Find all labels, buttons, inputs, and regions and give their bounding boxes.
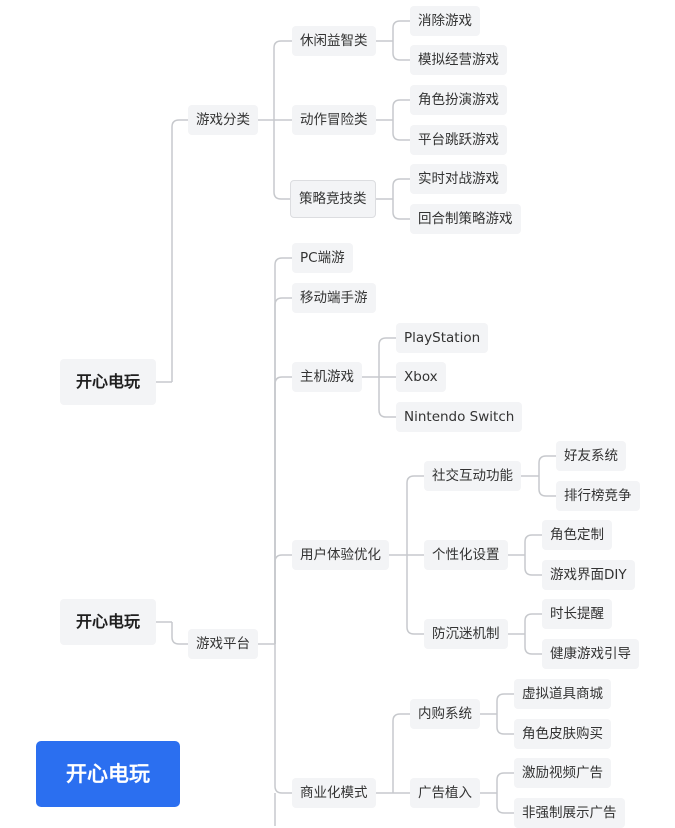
- node-xbox[interactable]: Xbox: [396, 362, 446, 392]
- root-node-selected[interactable]: 开心电玩: [36, 741, 180, 807]
- root-node-top[interactable]: 开心电玩: [60, 359, 156, 405]
- node-nintendo-switch[interactable]: Nintendo Switch: [396, 402, 523, 432]
- root-node-middle[interactable]: 开心电玩: [60, 599, 156, 645]
- node-anti-addiction[interactable]: 防沉迷机制: [424, 619, 508, 649]
- node-ad-placement[interactable]: 广告植入: [410, 778, 480, 808]
- node-pc-games[interactable]: PC端游: [292, 243, 353, 273]
- node-mobile-games[interactable]: 移动端手游: [292, 283, 376, 313]
- node-simulation-games[interactable]: 模拟经营游戏: [410, 45, 507, 75]
- node-rpg-games[interactable]: 角色扮演游戏: [410, 85, 507, 115]
- node-playstation[interactable]: PlayStation: [396, 323, 489, 353]
- node-virtual-item-store[interactable]: 虚拟道具商城: [514, 679, 611, 709]
- node-console-games[interactable]: 主机游戏: [292, 362, 362, 392]
- node-user-experience[interactable]: 用户体验优化: [292, 540, 389, 570]
- node-platformer-games[interactable]: 平台跳跃游戏: [410, 125, 507, 155]
- node-realtime-battle[interactable]: 实时对战游戏: [410, 164, 507, 194]
- node-non-forced-ad[interactable]: 非强制展示广告: [514, 798, 625, 828]
- node-game-categories[interactable]: 游戏分类: [188, 105, 258, 135]
- node-friend-system[interactable]: 好友系统: [556, 441, 626, 471]
- node-skin-purchase[interactable]: 角色皮肤购买: [514, 719, 611, 749]
- node-rewarded-video-ad[interactable]: 激励视频广告: [514, 758, 611, 788]
- node-turn-based-strategy[interactable]: 回合制策略游戏: [410, 204, 521, 234]
- node-time-reminder[interactable]: 时长提醒: [542, 599, 612, 629]
- node-in-app-purchase[interactable]: 内购系统: [410, 699, 480, 729]
- node-personalization[interactable]: 个性化设置: [424, 540, 508, 570]
- node-healthy-gaming[interactable]: 健康游戏引导: [542, 639, 639, 669]
- node-leaderboard[interactable]: 排行榜竞争: [556, 481, 640, 511]
- node-match-games[interactable]: 消除游戏: [410, 6, 480, 36]
- node-casual-puzzle[interactable]: 休闲益智类: [292, 26, 376, 56]
- node-monetization[interactable]: 商业化模式: [292, 778, 376, 808]
- node-social-features[interactable]: 社交互动功能: [424, 461, 521, 491]
- node-ui-diy[interactable]: 游戏界面DIY: [542, 560, 635, 590]
- node-strategy-competitive[interactable]: 策略竞技类: [290, 180, 376, 218]
- node-game-platforms[interactable]: 游戏平台: [188, 629, 258, 659]
- node-character-custom[interactable]: 角色定制: [542, 520, 612, 550]
- node-action-adventure[interactable]: 动作冒险类: [292, 105, 376, 135]
